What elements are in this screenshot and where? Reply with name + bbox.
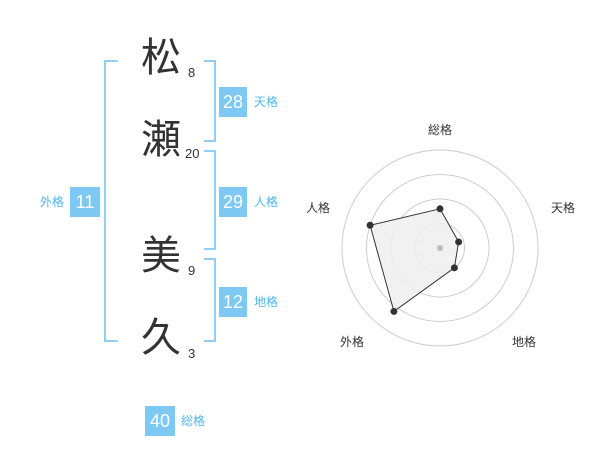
chikaku-bracket — [204, 258, 216, 342]
jinkaku-label: 人格 — [254, 195, 279, 209]
radar-point — [436, 205, 444, 213]
jinkaku-bracket — [204, 150, 216, 250]
stroke-count-4: 3 — [188, 346, 196, 361]
name-char-4: 久 — [141, 315, 181, 361]
name-char-3: 美 — [141, 233, 181, 279]
gaikaku-value: 11 — [70, 187, 100, 217]
radar-label-jinkaku: 人格 — [306, 200, 330, 215]
stroke-count-1: 8 — [188, 65, 196, 80]
radar-label-tenkaku: 天格 — [551, 200, 575, 215]
radar-label-chikaku: 地格 — [512, 334, 536, 349]
soukaku-label: 総格 — [181, 414, 206, 428]
chikaku-value: 12 — [219, 287, 247, 317]
jinkaku-value: 29 — [219, 187, 247, 217]
stroke-count-3: 9 — [188, 263, 196, 278]
soukaku-value: 40 — [145, 406, 175, 436]
gaikaku-bracket — [104, 60, 118, 342]
radar-polygon — [369, 208, 460, 313]
tenkaku-bracket — [204, 60, 216, 142]
radar-chart: 総格 天格 地格 外格 人格 — [306, 122, 575, 349]
name-char-2: 瀬 — [141, 117, 181, 163]
tenkaku-label: 天格 — [254, 95, 279, 109]
radar-ring — [366, 174, 514, 322]
gaikaku-label: 外格 — [40, 195, 65, 209]
radar-point — [390, 307, 398, 315]
radar-label-soukaku: 総格 — [428, 122, 452, 137]
radar-center-dot — [437, 245, 443, 251]
radar-point — [455, 238, 463, 246]
radar-point — [450, 264, 458, 272]
radar-point — [366, 221, 374, 229]
tenkaku-value: 28 — [219, 87, 247, 117]
stroke-count-2: 20 — [185, 146, 200, 161]
radar-ring — [341, 149, 539, 347]
radar-label-gaikaku: 外格 — [340, 334, 364, 349]
name-char-1: 松 — [141, 35, 181, 81]
chikaku-label: 地格 — [254, 295, 279, 309]
